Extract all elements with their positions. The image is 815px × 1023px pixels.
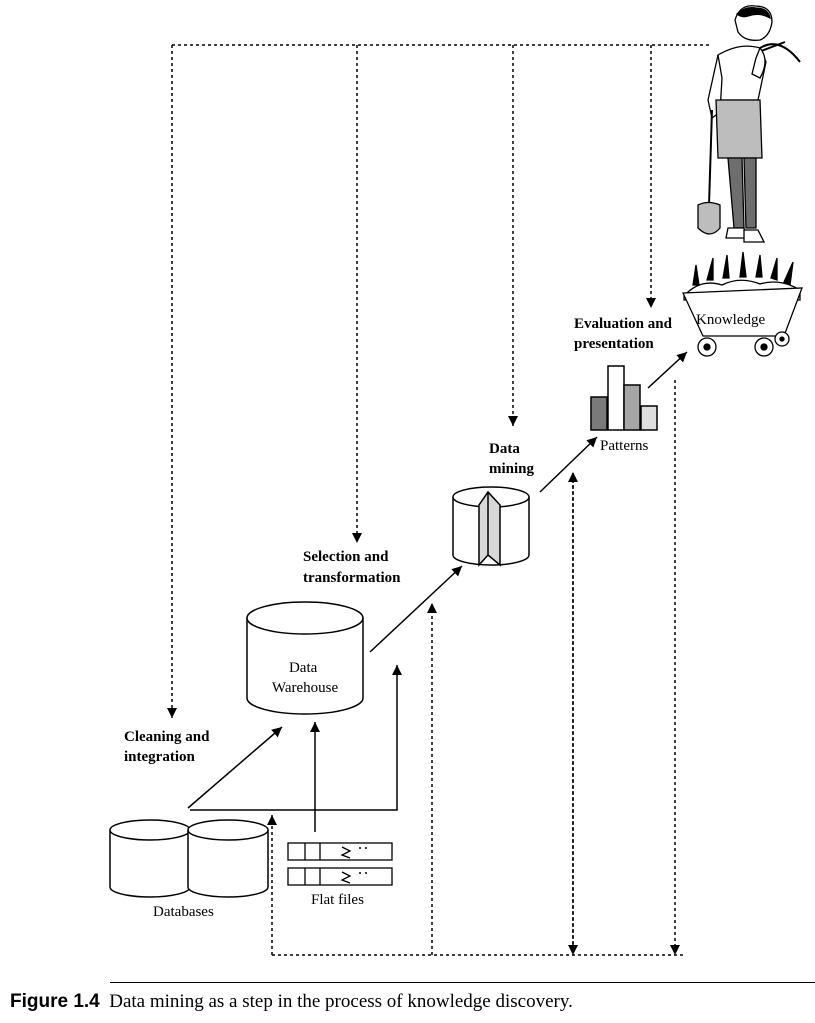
data-warehouse-icon [246,601,364,715]
knowledge-label: Knowledge [696,312,765,328]
flat-file-dots [359,847,367,874]
knowledge-cart-icon [682,251,803,357]
patterns-label: Patterns [600,438,648,454]
caption-divider [110,982,815,983]
figure-number: Figure 1.4 [10,991,100,1012]
database-icon [109,819,269,898]
step-label-evaluation: Evaluation and presentation [574,316,676,352]
step-label-cleaning: Cleaning and integration [124,729,213,765]
figure-caption-text: Data mining as a step in the process of … [109,991,573,1012]
feedback-dotted-lines [167,44,712,956]
patterns-bar-chart-icon [590,365,658,431]
step-label-selection: Selection and transformation [303,549,401,586]
figure-caption: Figure 1.4 Data mining as a step in the … [10,991,573,1013]
miner-figure-icon [697,5,801,243]
process-arrows [187,351,688,832]
data-mining-cube-icon [452,486,530,567]
kdd-process-diagram: Databases Flat files Data Warehouse [109,5,803,956]
flat-file-icon [287,842,393,886]
databases-label: Databases [153,904,214,920]
data-warehouse-label: Data Warehouse [272,660,339,696]
flat-files-label: Flat files [311,892,364,908]
step-label-mining: Data mining [489,441,535,477]
